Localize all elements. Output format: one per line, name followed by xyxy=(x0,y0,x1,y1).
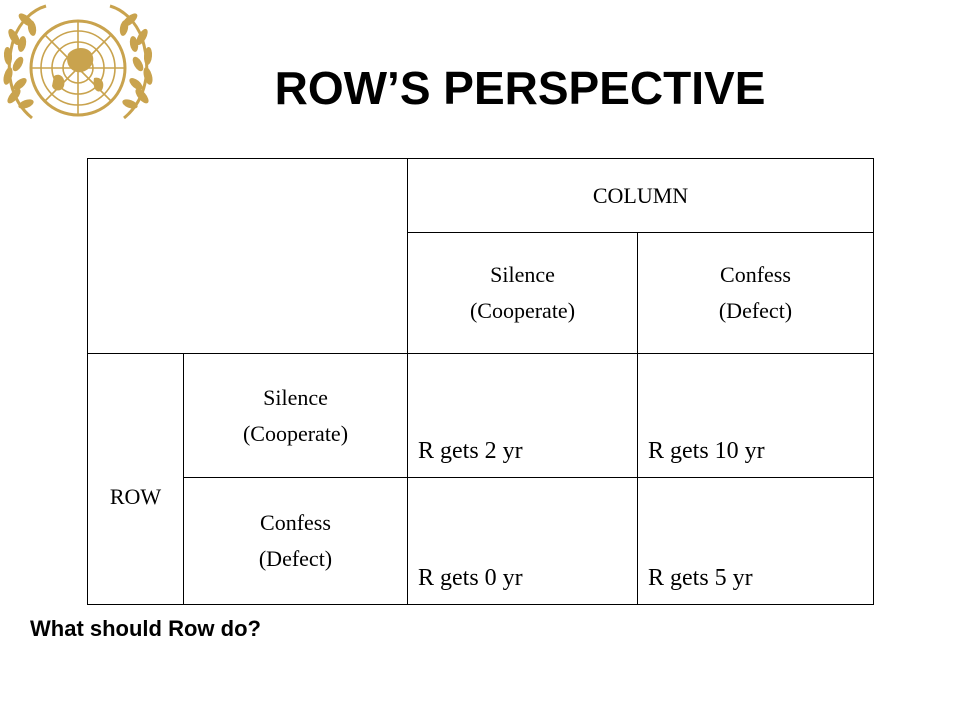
payoff-cell: R gets 2 yr xyxy=(407,353,638,478)
table-row: ROW Silence (Cooperate) R gets 2 yr R ge… xyxy=(87,353,874,605)
strategy-sublabel: (Defect) xyxy=(718,298,793,323)
table-header-row: COLUMN xyxy=(87,158,874,354)
slide-title: ROW’S PERSPECTIVE xyxy=(274,62,766,114)
table-row: Confess (Defect) R gets 0 yr R gets 5 yr xyxy=(88,477,874,605)
row-strategy-confess: Confess (Defect) xyxy=(183,477,408,605)
strategy-sublabel: (Defect) xyxy=(258,546,333,571)
column-strategies-row: Silence (Cooperate) Confess (Defect) xyxy=(88,232,874,354)
strategy-label: Silence xyxy=(490,262,555,287)
strategy-label: Silence xyxy=(263,384,328,410)
payoff-matrix: COLUMN Silence (Cooperate) Confess (Defe… xyxy=(87,158,874,605)
payoff-cell: R gets 0 yr xyxy=(407,477,638,605)
row-player-label: ROW xyxy=(109,484,162,509)
un-emblem-logo xyxy=(3,4,153,120)
column-strategy-confess: Confess (Defect) xyxy=(637,232,874,354)
row-strategy-silence: Silence (Cooperate) xyxy=(183,353,408,478)
payoff-cell: R gets 5 yr xyxy=(637,477,874,605)
empty-corner-cell xyxy=(87,158,408,354)
payoff-cell: R gets 10 yr xyxy=(637,353,874,478)
strategy-label: Confess xyxy=(260,510,331,535)
row-player-header: ROW xyxy=(87,353,184,605)
prompt-question: What should Row do? xyxy=(30,616,261,641)
strategy-label: Confess xyxy=(720,262,791,287)
column-player-header: COLUMN xyxy=(407,158,874,233)
column-strategy-silence: Silence (Cooperate) xyxy=(407,232,638,354)
strategy-sublabel: (Cooperate) xyxy=(242,420,349,446)
strategy-sublabel: (Cooperate) xyxy=(469,298,576,323)
